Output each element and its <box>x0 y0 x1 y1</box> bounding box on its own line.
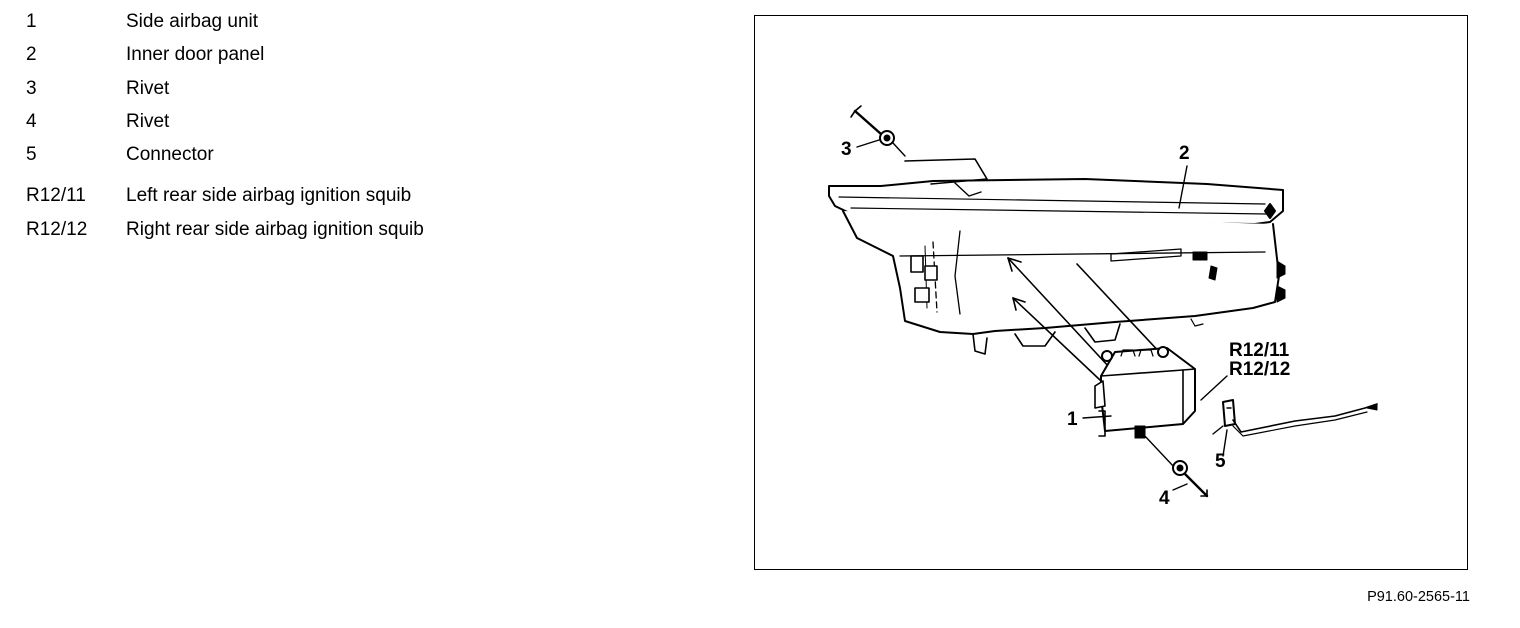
legend-key: R12/11 <box>26 185 86 207</box>
legend-key: 2 <box>26 44 37 66</box>
rivet-4 <box>1142 433 1209 498</box>
rivet-3 <box>850 105 906 157</box>
legend-description: Side airbag unit <box>126 11 259 32</box>
legend-description: Connector <box>126 144 214 166</box>
inner-door-panel <box>828 158 1286 355</box>
legend-item-r12-11: R12/11 Left rear side airbag ignition sq… <box>26 182 726 215</box>
legend-item-5: 5 Connector <box>26 141 726 174</box>
connector-5 <box>1212 399 1378 437</box>
legend-description: Right rear side airbag ignition squib <box>126 218 424 240</box>
legend-item-3: 3 Rivet <box>26 75 726 108</box>
callout-5: 5 <box>1215 451 1226 472</box>
legend-key: 4 <box>26 110 37 132</box>
door-panel-diagram: 3 2 R12/11 R12/12 1 5 4 <box>828 105 1378 509</box>
side-airbag-unit <box>1094 346 1196 439</box>
callout-3: 3 <box>841 139 852 160</box>
legend-key: R12/12 <box>26 218 88 240</box>
legend-item-r12-12: R12/12 Right rear side airbag ignition s… <box>26 216 726 249</box>
legend-item-4: 4 Rivet <box>26 108 726 141</box>
legend-description: Inner door panel <box>126 44 265 66</box>
legend-description: Rivet <box>126 110 170 132</box>
callout-4: 4 <box>1159 488 1170 509</box>
callout-r12-12: R12/12 <box>1229 359 1290 380</box>
legend-key: 5 <box>26 144 37 166</box>
legend-key: 1 <box>26 11 37 32</box>
legend-list: 1 Side airbag unit 2 Inner door panel 3 … <box>26 8 726 249</box>
callout-1: 1 <box>1067 409 1078 430</box>
legend-item-1: 1 Side airbag unit <box>26 8 726 41</box>
legend-item-2: 2 Inner door panel <box>26 41 726 74</box>
legend-key: 3 <box>26 77 37 99</box>
diagram-frame: 3 2 R12/11 R12/12 1 5 4 <box>754 15 1468 570</box>
callout-r12-11: R12/11 <box>1229 340 1290 361</box>
legend-description: Left rear side airbag ignition squib <box>126 185 412 207</box>
callout-2: 2 <box>1179 143 1190 164</box>
figure-reference: P91.60-2565-11 <box>1367 589 1470 605</box>
legend-description: Rivet <box>126 77 170 99</box>
leader-lines <box>856 139 1228 491</box>
mounting-arrows <box>1007 257 1164 381</box>
